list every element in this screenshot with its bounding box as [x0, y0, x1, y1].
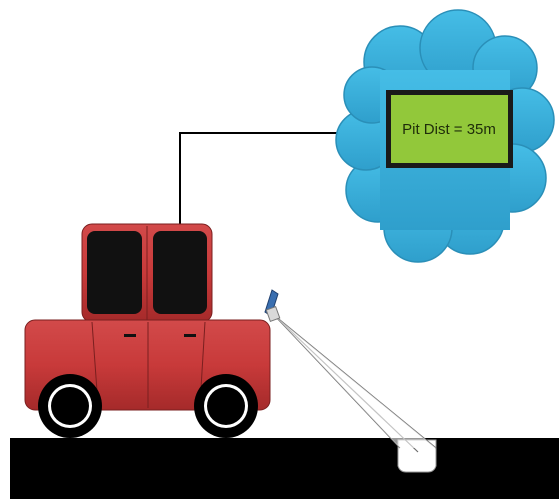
car-wheel-rear: [194, 374, 258, 438]
sensor-device: [264, 289, 281, 322]
road: [10, 438, 559, 499]
car-door-handle-right: [184, 334, 196, 337]
pit-distance-display: Pit Dist = 35m: [386, 90, 513, 168]
car-wheel-front: [38, 374, 102, 438]
car-door-handle-left: [124, 334, 136, 337]
data-link-arrow: [179, 127, 350, 224]
car-window-left: [87, 231, 142, 314]
car-window-right: [153, 231, 207, 314]
car: [24, 223, 271, 438]
pit-distance-label: Pit Dist = 35m: [402, 121, 496, 138]
sensor-cone: [275, 316, 436, 448]
